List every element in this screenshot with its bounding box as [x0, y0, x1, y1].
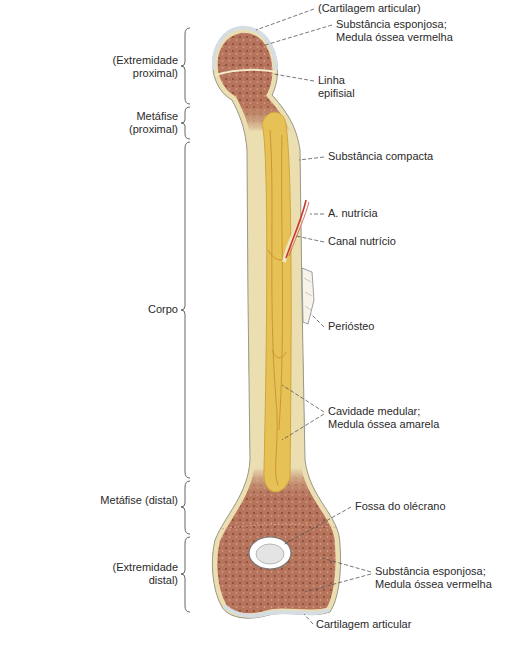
leader-line	[322, 558, 371, 572]
articular-cartilage	[214, 28, 276, 70]
leader-line	[274, 74, 314, 81]
part-label: Substância compacta	[328, 150, 478, 163]
bracket	[181, 107, 190, 139]
part-label: Periósteo	[328, 320, 448, 333]
part-label: (Cartilagem articular)	[318, 2, 458, 15]
nutrient-artery	[289, 202, 309, 256]
leader-line	[296, 236, 324, 242]
medullary-cavity	[262, 112, 291, 492]
leader-line	[311, 314, 324, 327]
part-label: Substância esponjosa; Medula óssea verme…	[336, 18, 471, 44]
leader-line	[262, 25, 332, 46]
part-label: Canal nutrício	[328, 235, 448, 248]
leader-line	[282, 414, 324, 440]
brackets	[181, 28, 190, 612]
olecranon-fossa-inner	[256, 544, 284, 564]
bracket	[181, 28, 190, 104]
part-label: Substância esponjosa; Medula óssea verme…	[375, 565, 515, 591]
epiphyseal-line	[212, 70, 278, 76]
leader-line	[256, 9, 314, 30]
bracket	[181, 537, 190, 612]
part-label: Cavidade medular; Medula óssea amarela	[328, 405, 458, 431]
part-label: Fossa do olécrano	[355, 500, 505, 513]
leader-line	[305, 574, 371, 592]
periosteum-flap	[302, 268, 314, 324]
region-label: Metáfise (distal)	[98, 494, 178, 507]
olecranon-fossa	[249, 537, 291, 569]
part-label: Linha epifisial	[318, 74, 373, 100]
marrow-vessels	[268, 130, 286, 485]
region-label: (Extremidade distal)	[98, 561, 178, 587]
region-label: Corpo	[98, 303, 178, 316]
part-label: A. nutrícia	[328, 207, 448, 220]
leader-line	[310, 214, 324, 215]
metaphysis-texture	[214, 524, 340, 530]
leader-lines	[256, 9, 371, 624]
leader-line	[299, 157, 324, 160]
compact-bone	[230, 100, 320, 500]
part-label: Cartilagem articular	[316, 618, 466, 631]
leader-line	[283, 507, 351, 545]
cortex	[212, 28, 340, 618]
periosteum-texture	[304, 278, 312, 310]
region-label: Metáfise (proximal)	[98, 110, 178, 136]
articular-cartilage	[224, 606, 329, 616]
leader-line	[304, 614, 313, 624]
bone-outline	[212, 28, 340, 618]
region-label: (Extremidade proximal)	[98, 54, 178, 80]
leader-line	[282, 385, 324, 412]
bracket	[181, 142, 190, 478]
nutrient-artery	[286, 200, 306, 258]
bracket	[181, 481, 190, 534]
